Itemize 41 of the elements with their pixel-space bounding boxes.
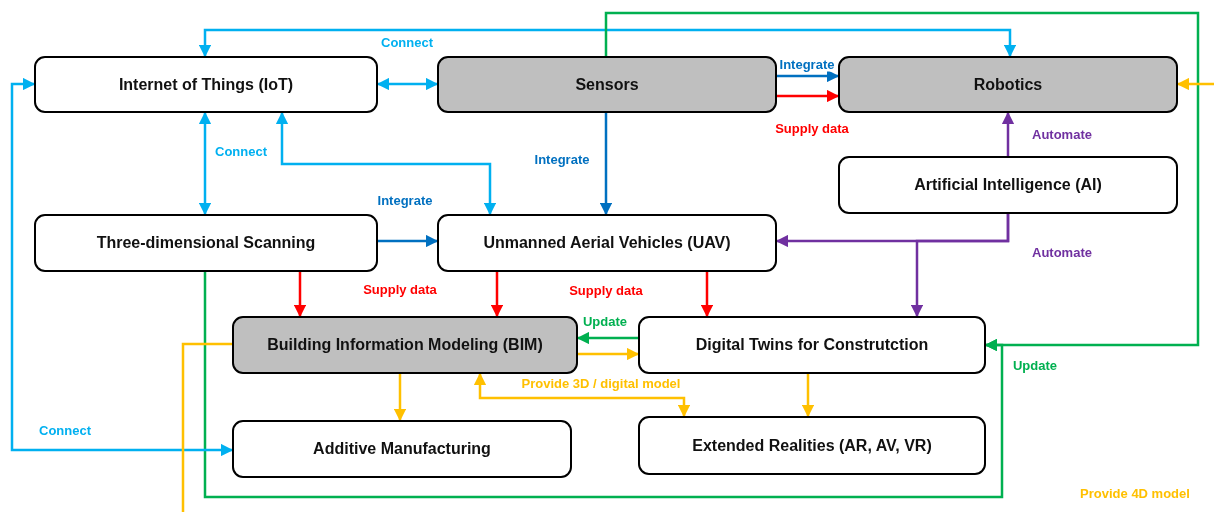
box-label: Three-dimensional Scanning — [96, 234, 316, 252]
arrow — [777, 69, 840, 83]
process-box — [232, 420, 572, 478]
arrow — [473, 372, 691, 418]
arrow — [393, 374, 407, 422]
box-label: Sensors — [575, 75, 639, 94]
arrow — [910, 214, 1010, 318]
arrow — [700, 272, 714, 318]
arrow — [801, 374, 815, 418]
process-box — [838, 56, 1178, 113]
process-box — [34, 56, 378, 113]
arrow — [376, 77, 439, 91]
arrow — [1001, 111, 1015, 156]
arrow — [490, 272, 504, 318]
arrow — [10, 77, 234, 457]
box-label: Artificial Intelligence (AI) — [914, 176, 1102, 194]
box-label: Additive Manufacturing — [313, 440, 491, 458]
arrow — [203, 272, 1004, 499]
arrow — [275, 111, 497, 216]
box-label: Unmanned Aerial Vehicles (UAV) — [483, 234, 731, 252]
arrow — [576, 331, 638, 345]
box-label: Robotics — [973, 75, 1043, 94]
arrow — [599, 113, 613, 216]
process-box — [437, 56, 777, 113]
arrow — [198, 111, 212, 216]
process-box — [638, 416, 986, 475]
arrow — [378, 234, 439, 248]
arrow — [198, 28, 1017, 58]
arrow — [578, 347, 640, 361]
arrow — [777, 89, 840, 103]
process-box — [34, 214, 378, 272]
box-label: Building Information Modeling (BIM) — [267, 336, 543, 354]
box-label: Digital Twins for Construtction — [695, 336, 929, 354]
process-box — [638, 316, 986, 374]
process-box — [838, 156, 1178, 214]
process-box — [232, 316, 578, 374]
box-label: Extended Realities (AR, AV, VR) — [692, 436, 932, 455]
box-label: Internet of Things (IoT) — [118, 75, 294, 94]
process-box — [437, 214, 777, 272]
arrow — [1176, 77, 1214, 91]
arrow — [293, 272, 307, 318]
